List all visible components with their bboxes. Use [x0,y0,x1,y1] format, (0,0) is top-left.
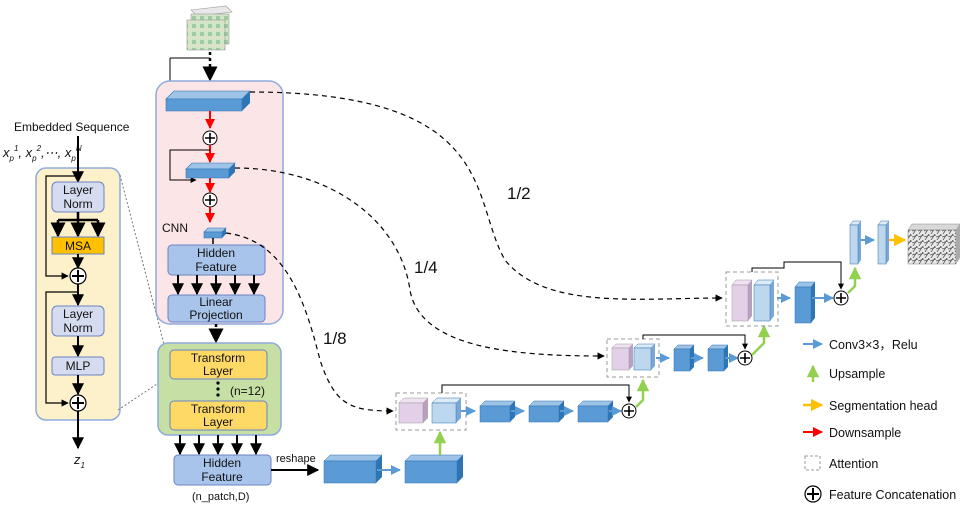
decoder-feature-stage3 [753,284,771,322]
linear-projection-line1: Linear [199,295,232,309]
transform-layer-1-box [169,349,268,380]
input-image-icon [186,5,233,51]
ratio-label-half: 1/2 [507,184,531,203]
transformer-layer-detail: Embedded Sequence xp1, xp2,⋯, xpN Layer … [2,120,167,470]
ratio-label-quarter: 1/4 [414,258,438,277]
conv-block-s2a [673,344,695,372]
attention-box-stage1 [395,392,467,431]
decoder-feature-stage2 [633,347,652,371]
legend-seghead-label: Segmentation head [829,399,937,413]
feature-map-1-top [165,90,251,100]
decoder [323,220,961,484]
input-token-sequence: xp1, xp2,⋯, xpN [2,144,82,163]
encoder-panel [155,80,284,325]
hidden-feature-top-line2: Feature [195,260,237,274]
skip-connection-1-2 [249,91,723,302]
layer-norm-2-label-line2: Norm [63,321,92,335]
conv-block-s1b [528,400,565,423]
decoder-feature-stage1 [431,402,457,424]
reshape-label: reshape [276,453,316,465]
legend-upsample-label: Upsample [829,367,885,381]
output-z1: z1 [73,452,85,470]
hidden-feature-top-line1: Hidden [197,246,235,260]
transform-layer-1-line2: Layer [203,364,233,378]
layer-norm-1-label-line1: Layer [63,183,93,197]
final-feature-1 [849,220,862,265]
legend-attention-box-icon [804,455,821,471]
feature-map-3 [203,231,223,239]
ratio-label-eighth: 1/8 [323,329,347,348]
hidden-feature-bottom-line2: Feature [201,470,243,484]
transform-layer-2-line2: Layer [203,415,233,429]
reshape-block-1 [323,454,383,484]
attention-feature-stage2 [611,347,630,371]
layer-norm-2-label-line1: Layer [63,307,93,321]
skip-connection-1-8 [225,232,394,415]
conv-block-s3a [794,281,816,324]
shape-label: (n_patch,D) [192,491,249,503]
linear-projection-box [167,294,266,323]
legend: Conv3×3，Relu Upsample Segmentation head … [803,338,956,503]
segmentation-output-icon [907,223,961,265]
transform-layer-1-line1: Transform [191,351,245,365]
final-feature-2 [877,220,890,265]
legend-downsample-label: Downsample [829,426,901,440]
cnn-encoder: CNN Hidden Feature Linear Projection Tra… [155,5,320,503]
linear-projection-line2: Projection [189,308,242,322]
transform-layer-2-line1: Transform [191,402,245,416]
skip-connection-1-4 [234,167,605,360]
conv-block-s1c [577,400,614,423]
layer-norm-1-label-line2: Norm [63,197,92,211]
msa-label: MSA [65,239,91,253]
hidden-feature-bottom-line1: Hidden [203,456,241,470]
feature-map-2 [185,168,230,179]
legend-conv-label: Conv3×3，Relu [829,338,918,352]
feature-map-1 [165,98,243,112]
conv-block-s2b [707,344,729,372]
legend-concat-label: Feature Concatenation [829,488,956,502]
embedded-sequence-title: Embedded Sequence [14,120,130,134]
legend-attention-label: Attention [829,457,878,471]
attention-feature-stage1 [398,402,424,424]
repeat-count-label: (n=12) [230,384,265,398]
transform-layer-2-box [169,400,268,431]
conv-block-s1a [479,400,516,423]
mlp-label: MLP [66,359,91,373]
cnn-label: CNN [162,221,188,235]
attention-feature-stage3 [731,284,749,322]
reshape-block-2 [404,454,464,484]
skip-connections: 1/2 1/4 1/8 [225,91,723,415]
